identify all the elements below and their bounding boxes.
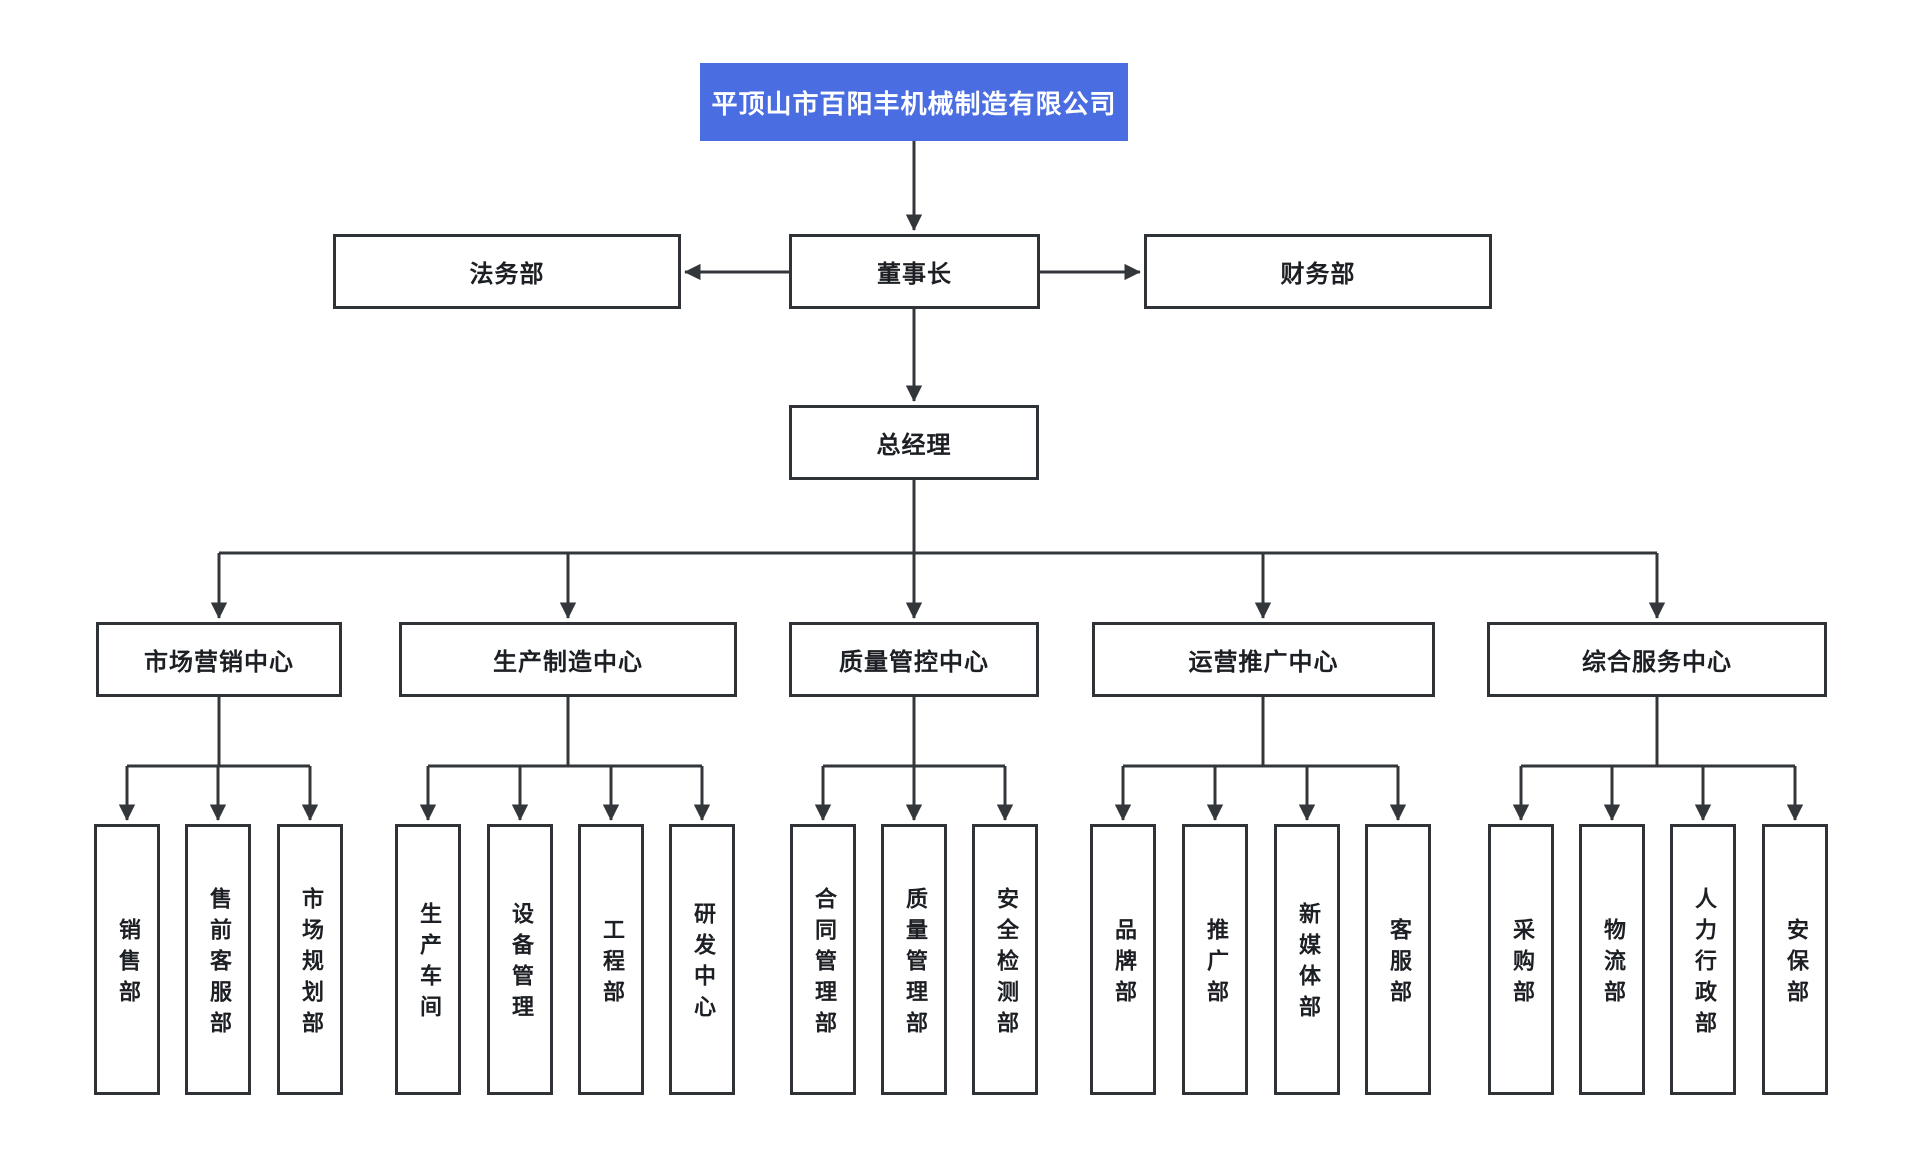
node-center-marketing: 市场营销中心 (96, 622, 342, 697)
node-dept-security: 安保部 (1762, 824, 1828, 1095)
dept-label: 售前客服部 (206, 886, 231, 1042)
dept-label: 生产车间 (416, 902, 441, 1026)
node-center-production: 生产制造中心 (399, 622, 737, 697)
dept-label: 推广部 (1203, 917, 1228, 1011)
dept-label: 设备管理 (508, 902, 533, 1026)
node-dept-contract-mgmt: 合同管理部 (790, 824, 856, 1095)
node-dept-promotion: 推广部 (1182, 824, 1248, 1095)
node-dept-new-media: 新媒体部 (1274, 824, 1340, 1095)
node-dept-finance: 财务部 (1144, 234, 1492, 309)
node-dept-engineering: 工程部 (578, 824, 644, 1095)
dept-label: 品牌部 (1111, 917, 1136, 1011)
dept-label: 客服部 (1386, 917, 1411, 1011)
dept-label: 新媒体部 (1295, 902, 1320, 1026)
node-dept-brand: 品牌部 (1090, 824, 1156, 1095)
node-dept-equipment: 设备管理 (487, 824, 553, 1095)
dept-label: 市场规划部 (298, 886, 323, 1042)
node-dept-market-planning: 市场规划部 (277, 824, 343, 1095)
dept-label: 研发中心 (690, 902, 715, 1026)
dept-label: 安全检测部 (993, 886, 1018, 1042)
node-center-quality: 质量管控中心 (789, 622, 1039, 697)
dept-label: 质量管理部 (902, 886, 927, 1042)
node-dept-logistics: 物流部 (1579, 824, 1645, 1095)
node-dept-legal: 法务部 (333, 234, 681, 309)
dept-label: 采购部 (1509, 917, 1534, 1011)
node-company: 平顶山市百阳丰机械制造有限公司 (700, 63, 1128, 141)
dept-label: 安保部 (1783, 917, 1808, 1011)
node-dept-customer-service: 客服部 (1365, 824, 1431, 1095)
node-general-manager: 总经理 (789, 405, 1039, 480)
node-dept-procurement: 采购部 (1488, 824, 1554, 1095)
dept-label: 销售部 (115, 917, 140, 1011)
node-dept-safety-inspection: 安全检测部 (972, 824, 1038, 1095)
node-dept-presales-service: 售前客服部 (185, 824, 251, 1095)
node-dept-sales: 销售部 (94, 824, 160, 1095)
dept-label: 物流部 (1600, 917, 1625, 1011)
node-dept-rnd: 研发中心 (669, 824, 735, 1095)
dept-label: 工程部 (599, 917, 624, 1011)
node-dept-quality-mgmt: 质量管理部 (881, 824, 947, 1095)
dept-label: 合同管理部 (811, 886, 836, 1042)
node-dept-hr-admin: 人力行政部 (1670, 824, 1736, 1095)
node-center-services: 综合服务中心 (1487, 622, 1827, 697)
node-center-operations: 运营推广中心 (1092, 622, 1435, 697)
dept-label: 人力行政部 (1691, 886, 1716, 1042)
node-dept-workshop: 生产车间 (395, 824, 461, 1095)
node-chairman: 董事长 (789, 234, 1040, 309)
